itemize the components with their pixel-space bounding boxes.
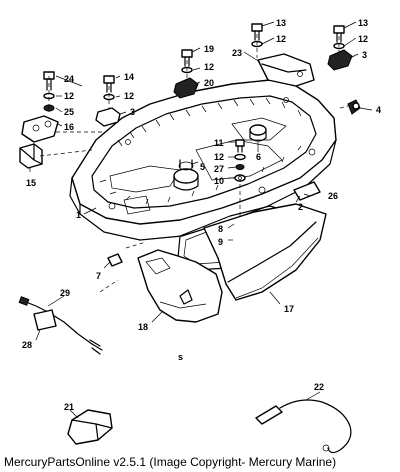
callout-29: 29 [60, 288, 70, 298]
callout-20: 20 [204, 78, 214, 88]
harness-29 [18, 296, 103, 355]
tag-28 [33, 309, 57, 331]
clip-7 [107, 253, 123, 267]
callout-16: 17 [284, 304, 294, 314]
callout-27: 27 [214, 164, 224, 174]
callout-13: 14 [124, 72, 134, 82]
bolt-18 [251, 23, 263, 41]
lower-cowl-16 [203, 203, 327, 301]
bolt-19 [181, 49, 193, 67]
lower-cowl-17 [137, 249, 223, 323]
callout-3: 3 [130, 107, 135, 117]
bolt-24 [43, 71, 55, 91]
callout-15: 16 [64, 122, 74, 132]
callout-21: 21 [64, 402, 74, 412]
leader-lines [29, 21, 373, 419]
bottom-cowl [69, 79, 337, 241]
callout-8: 8 [218, 224, 223, 234]
bolt-13-left [103, 75, 115, 93]
callout-18: 13 [276, 18, 286, 28]
sleeve-21 [67, 409, 113, 445]
callout-s: s [178, 352, 183, 362]
callout-23: 23 [232, 48, 242, 58]
grommet-4 [347, 99, 361, 115]
callout-9: 9 [218, 237, 223, 247]
callout-12: 12 [204, 62, 214, 72]
callout-12: 12 [64, 91, 74, 101]
hardware-stack-center [234, 139, 246, 182]
callout-12: 12 [214, 152, 224, 162]
callout-26: 26 [328, 191, 338, 201]
callout-labels: 13 12 23 13 12 3 19 12 20 24 12 25 16 14… [22, 18, 381, 412]
callout-12: 12 [124, 91, 134, 101]
bolt-13-right [333, 25, 345, 43]
callout-13: 13 [358, 18, 368, 28]
decal-26 [293, 181, 321, 201]
callout-2: 2 [298, 202, 303, 212]
callout-25: 25 [64, 107, 74, 117]
bumper-14 [19, 143, 43, 169]
bracket-3-left [95, 107, 121, 127]
callout-1: 1 [76, 210, 81, 220]
callout-7: 7 [96, 271, 101, 281]
latch-15 [21, 115, 59, 143]
callout-12: 12 [358, 34, 368, 44]
callout-14: 15 [26, 178, 36, 188]
copyright-footer: MercuryPartsOnline v2.5.1 (Image Copyrig… [4, 455, 337, 469]
callout-24: 24 [64, 74, 74, 84]
callout-4: 4 [376, 105, 381, 115]
callout-12: 12 [276, 34, 286, 44]
cable-22 [255, 399, 352, 454]
callout-19: 19 [204, 44, 214, 54]
callout-11: 11 [214, 138, 224, 148]
bracket-3-right [327, 49, 353, 71]
latch-plate-23 [257, 53, 315, 87]
callout-5: 5 [200, 162, 205, 172]
callout-3: 3 [362, 50, 367, 60]
bracket-20 [173, 77, 199, 99]
callout-10: 10 [214, 176, 224, 186]
callout-22: 22 [314, 382, 324, 392]
callout-28: 28 [22, 340, 32, 350]
callout-17: 18 [138, 322, 148, 332]
callout-6: 6 [256, 152, 261, 162]
